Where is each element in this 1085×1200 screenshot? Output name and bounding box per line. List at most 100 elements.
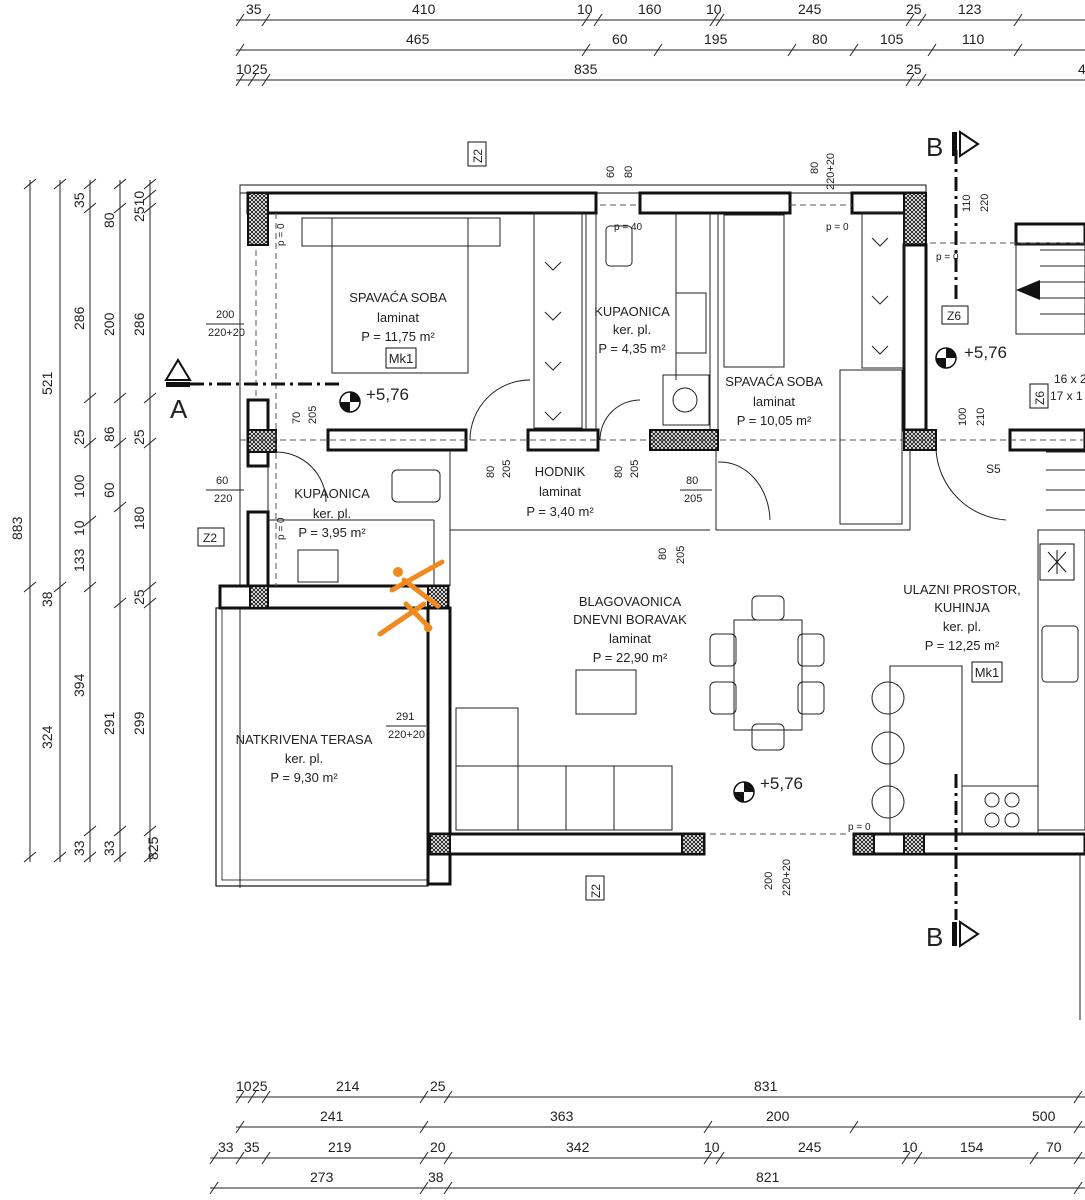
dim: 35 [71,192,87,208]
svg-text:P = 9,30 m²: P = 9,30 m² [270,770,338,785]
svg-text:A: A [170,394,188,424]
dim: 245 [798,1139,822,1155]
svg-text:200: 200 [216,309,234,321]
section-marker-b-top: B [926,130,980,162]
svg-text:p = 0: p = 0 [936,252,959,263]
svg-text:100: 100 [957,408,969,426]
svg-text:Z6: Z6 [1033,391,1047,405]
room-entrance-kitchen: ULAZNI PROSTOR, KUHINJA ker. pl. P = 12,… [903,582,1021,683]
svg-text:205: 205 [501,460,513,478]
svg-text:80: 80 [623,166,635,178]
dim: 33 [71,840,87,856]
dim: 35 [244,1139,260,1155]
svg-text:p = 0: p = 0 [276,517,287,540]
svg-text:210: 210 [975,408,987,426]
dim: 831 [754,1078,778,1094]
svg-text:P = 11,75 m²: P = 11,75 m² [361,329,435,344]
dim: 10 [236,1078,252,1094]
svg-text:+5,76: +5,76 [366,385,409,404]
svg-text:+5,76: +5,76 [760,774,803,793]
svg-text:80: 80 [809,162,821,174]
svg-text:P = 22,90 m²: P = 22,90 m² [593,650,668,665]
room-bathroom-2: KUPAONICA ker. pl. P = 3,95 m² [294,486,370,540]
agency-logo [377,559,445,637]
svg-text:p = 0: p = 0 [826,222,849,233]
svg-text:B: B [926,132,943,162]
svg-text:205: 205 [307,406,319,424]
dim: 20 [430,1139,446,1155]
dim: 324 [39,725,55,749]
svg-text:NATKRIVENA TERASA: NATKRIVENA TERASA [236,732,373,747]
dim: 342 [566,1139,590,1155]
svg-text:laminat: laminat [377,310,419,325]
svg-text:HODNIK: HODNIK [535,464,586,479]
dim: 100 [71,474,87,498]
svg-text:60: 60 [605,166,617,178]
svg-text:P = 4,35 m²: P = 4,35 m² [598,341,666,356]
dim: 883 [9,516,25,540]
svg-text:KUPAONICA: KUPAONICA [294,486,370,501]
left-dimensions: 521 883 35 286 25 100 10 133 38 394 324 … [9,178,161,863]
top-dimensions: 35 410 10 160 10 245 25 123 465 60 195 8… [235,1,1085,87]
svg-text:BLAGOVAONICA: BLAGOVAONICA [579,594,682,609]
svg-text:70: 70 [291,412,303,424]
room-bedroom-2: SPAVAĆA SOBA laminat P = 10,05 m² [725,374,823,428]
dim: 180 [131,506,147,530]
tag-z2-top: Z2 [467,141,487,167]
svg-text:80: 80 [657,548,669,560]
dim: 133 [71,548,87,572]
svg-text:16 x 2: 16 x 2 [1054,372,1085,386]
dim: 60 [101,482,117,498]
section-lines [190,150,958,920]
dim: 70 [1046,1139,1062,1155]
svg-text:Z2: Z2 [203,531,217,545]
dim: 410 [412,1,436,17]
svg-text:Mk1: Mk1 [975,665,1000,680]
dim: 25 [131,589,147,605]
dim: 25 [906,1,922,17]
svg-text:P = 3,40 m²: P = 3,40 m² [526,504,594,519]
svg-text:ker. pl.: ker. pl. [285,751,323,766]
dim: 25 [252,61,268,77]
svg-text:B: B [926,922,943,952]
dim: 33 [101,840,117,856]
dim: 286 [71,306,87,330]
walls [215,184,1085,1020]
dim: 200 [101,312,117,336]
dim: 80 [812,31,828,47]
section-marker-a: A [164,358,192,424]
dim: 80 [101,212,117,228]
dim: 25 [430,1078,446,1094]
svg-text:KUPAONICA: KUPAONICA [594,304,670,319]
dim: 241 [320,1108,344,1124]
svg-text:205: 205 [684,493,702,505]
dim: 10 [71,520,87,536]
tag-z6-vertical: Z6 [1029,383,1049,409]
svg-text:P = 10,05 m²: P = 10,05 m² [737,413,812,428]
svg-text:Z6: Z6 [947,309,961,323]
tag-z2-left: Z2 [197,527,225,547]
svg-text:laminat: laminat [539,484,581,499]
svg-text:laminat: laminat [753,394,795,409]
bottom-dimensions: 10 25 214 25 831 241 363 200 500 33 35 2… [209,1078,1085,1195]
dim: 86 [101,426,117,442]
dim: 245 [798,1,822,17]
dim: 835 [574,61,598,77]
svg-text:220+20: 220+20 [208,327,245,339]
svg-text:p = 40: p = 40 [614,222,643,233]
svg-text:80: 80 [485,466,497,478]
dim: 25 [252,1078,268,1094]
svg-text:80: 80 [613,466,625,478]
dim: 286 [131,312,147,336]
stair-arrow-icon [1016,280,1040,300]
svg-text:291: 291 [396,711,414,723]
dim: 10 [706,1,722,17]
level-marker: +5,76 [339,385,409,413]
dim: 160 [638,1,662,17]
svg-text:110: 110 [961,194,973,212]
dim: 10 [902,1139,918,1155]
tag-s5: S5 [986,462,1001,476]
dim: 299 [131,711,147,735]
furniture [275,212,1085,835]
